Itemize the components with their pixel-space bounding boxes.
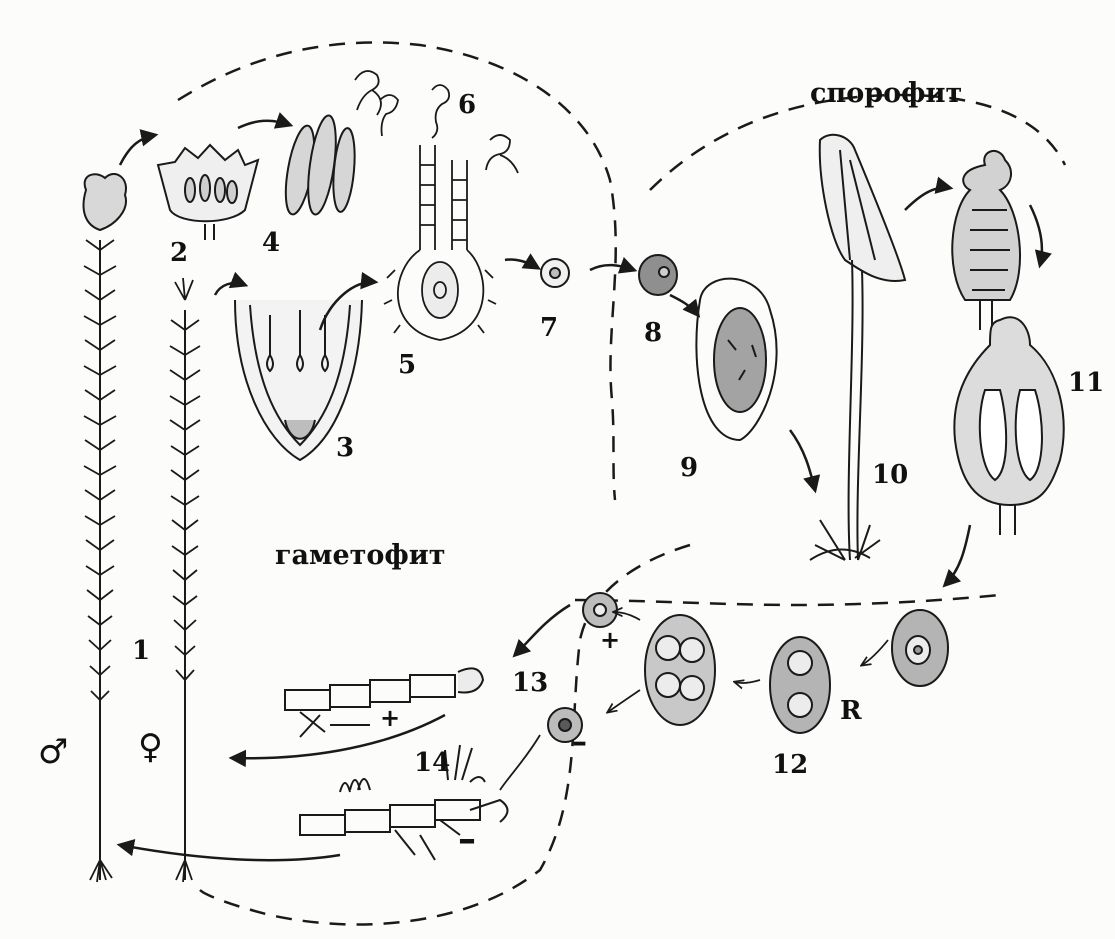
young-sporophyte bbox=[696, 279, 776, 440]
antheridia bbox=[280, 114, 357, 217]
plus-sign-protonema: + bbox=[380, 706, 400, 730]
spermatozoids bbox=[355, 71, 518, 173]
capsule-with-lid bbox=[952, 151, 1020, 330]
sporophyte-label: спорофит bbox=[810, 78, 962, 109]
male-symbol: ♂ bbox=[38, 735, 68, 769]
protonema-minus bbox=[300, 745, 508, 860]
gametophyte-label: гаметофит bbox=[275, 540, 446, 571]
stage-number-13: 13 bbox=[512, 670, 548, 696]
stage-number-7: 7 bbox=[540, 315, 558, 341]
minus-sign-protonema: – bbox=[458, 822, 476, 858]
stage-number-12: 12 bbox=[772, 752, 808, 778]
stage-number-1: 1 bbox=[132, 638, 150, 664]
meiosis-dyad bbox=[770, 637, 830, 733]
minus-sign-spore: – bbox=[572, 728, 587, 758]
stage-number-11: 11 bbox=[1068, 370, 1104, 396]
stage-number-9: 9 bbox=[680, 455, 698, 481]
zygote bbox=[541, 259, 569, 287]
female-symbol: ♀ bbox=[138, 730, 163, 764]
stage-number-8: 8 bbox=[644, 320, 662, 346]
stage-number-3: 3 bbox=[336, 435, 354, 461]
meiosis-tetrad bbox=[645, 615, 715, 725]
spore bbox=[892, 610, 948, 686]
meiosis-label: R bbox=[840, 698, 862, 724]
archegonium bbox=[384, 145, 496, 340]
plus-sign-spore: + bbox=[600, 628, 620, 652]
stage-number-2: 2 bbox=[170, 240, 188, 266]
sporophyte-with-capsule bbox=[810, 135, 905, 560]
embryo bbox=[639, 255, 677, 295]
stage-number-6: 6 bbox=[458, 92, 476, 118]
stage-number-10: 10 bbox=[872, 462, 908, 488]
female-moss-shoot bbox=[170, 278, 200, 882]
spore-plus bbox=[583, 593, 617, 627]
antheridial-head bbox=[158, 145, 258, 240]
stage-number-5: 5 bbox=[398, 352, 416, 378]
stage-number-14: 14 bbox=[414, 750, 450, 776]
stage-number-4: 4 bbox=[262, 230, 280, 256]
capsule-section bbox=[954, 317, 1063, 535]
male-moss-shoot bbox=[84, 174, 126, 882]
